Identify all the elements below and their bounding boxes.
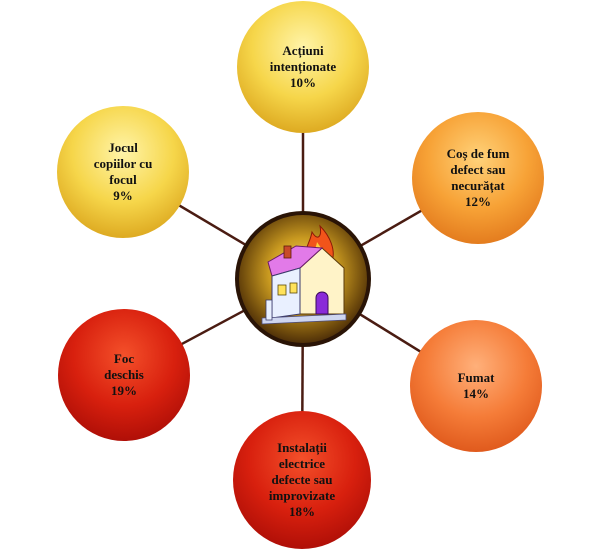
node-circle-jocul-copiilor xyxy=(57,106,189,238)
node-percentage: 12% xyxy=(465,194,491,209)
node-label-line: Instalații xyxy=(277,440,327,456)
node-percentage: 19% xyxy=(111,383,137,398)
node-label-line: defecte sau xyxy=(271,472,332,487)
node-label-line: improvizate xyxy=(269,488,335,503)
node-label-line: Jocul xyxy=(108,140,138,155)
node-circle-cos-de-fum xyxy=(412,112,544,244)
node-percentage: 18% xyxy=(289,504,315,519)
node-circle-instalatii xyxy=(233,411,371,549)
burning-house-icon xyxy=(261,224,347,325)
node-label-line: focul xyxy=(109,172,137,187)
node-label-line: intenționate xyxy=(270,59,337,75)
node-percentage: 14% xyxy=(463,386,489,401)
node-circle-actiuni xyxy=(237,1,369,133)
node-label-line: Fumat xyxy=(458,370,496,385)
node-label-line: deschis xyxy=(104,367,144,382)
node-label-line: Foc xyxy=(114,351,134,366)
node-label-line: Coș de fum xyxy=(447,146,510,162)
node-percentage: 9% xyxy=(113,188,133,203)
node-label-line: copiilor cu xyxy=(94,156,153,171)
node-label-line: defect sau xyxy=(450,162,505,177)
node-circle-foc-deschis xyxy=(58,309,190,441)
node-label-line: electrice xyxy=(279,456,325,471)
node-circle-fumat xyxy=(410,320,542,452)
center-node xyxy=(235,211,371,347)
node-percentage: 10% xyxy=(290,75,316,90)
node-label-line: necurățat xyxy=(451,178,505,194)
node-label-line: Acțiuni xyxy=(282,43,324,59)
